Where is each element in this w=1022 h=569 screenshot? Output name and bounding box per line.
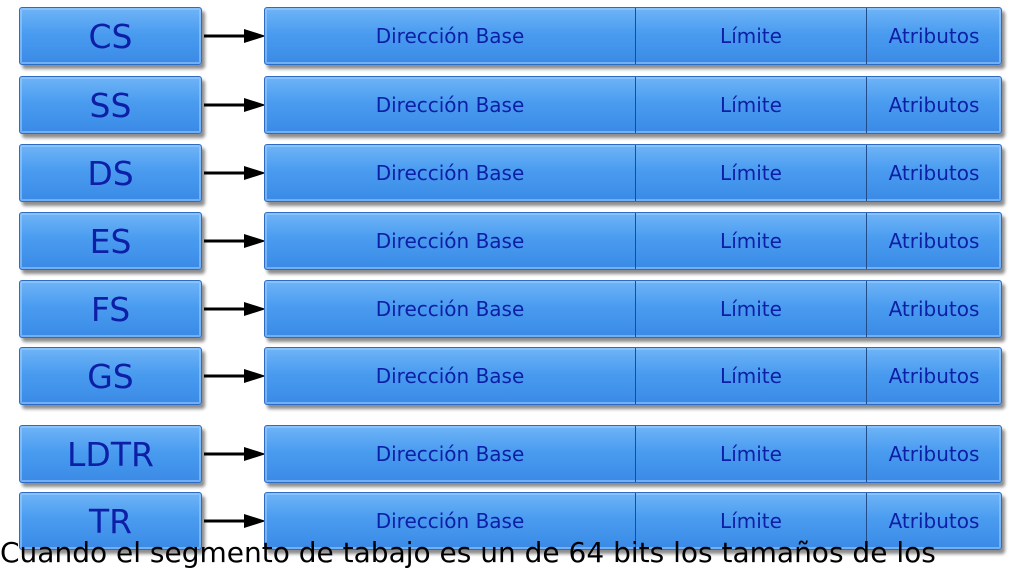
segment-row-2: DS Dirección Base Límite Atributos [0, 144, 1022, 202]
arrow-icon [204, 29, 266, 43]
segment-row-0: CS Dirección Base Límite Atributos [0, 7, 1022, 65]
limit-cell: Límite [636, 77, 867, 133]
segment-row-6: LDTR Dirección Base Límite Atributos [0, 425, 1022, 483]
register-box: DS [19, 144, 202, 202]
limit-cell: Límite [636, 8, 867, 64]
limit-cell: Límite [636, 281, 867, 337]
segment-row-3: ES Dirección Base Límite Atributos [0, 212, 1022, 270]
base-address-cell: Dirección Base [265, 281, 636, 337]
register-box: TR [19, 492, 202, 550]
base-address-cell: Dirección Base [265, 213, 636, 269]
segment-row-4: FS Dirección Base Límite Atributos [0, 280, 1022, 338]
base-address-cell: Dirección Base [265, 348, 636, 404]
register-box: LDTR [19, 425, 202, 483]
segment-row-7: TR Dirección Base Límite Atributos [0, 492, 1022, 550]
attributes-cell: Atributos [888, 509, 980, 533]
descriptor-cache: Dirección Base Límite Atributos [264, 425, 1002, 483]
descriptor-cache: Dirección Base Límite Atributos [264, 212, 1002, 270]
register-box: CS [19, 7, 202, 65]
base-address-cell: Dirección Base [265, 145, 636, 201]
descriptor-cache: Dirección Base Límite Atributos [264, 7, 1002, 65]
attributes-cell: Atributos [888, 93, 980, 117]
descriptor-cache: Dirección Base Límite Atributos [264, 280, 1002, 338]
attributes-cell: Atributos [888, 442, 980, 466]
descriptor-cache: Dirección Base Límite Atributos [264, 347, 1002, 405]
base-address-cell: Dirección Base [265, 426, 636, 482]
attributes-cell: Atributos [888, 229, 980, 253]
descriptor-cache: Dirección Base Límite Atributos [264, 76, 1002, 134]
arrow-icon [204, 234, 266, 248]
register-box: FS [19, 280, 202, 338]
attributes-cell: Atributos [888, 161, 980, 185]
caption-text: Cuando el segmento de tabajo es un de 64… [0, 536, 936, 569]
arrow-icon [204, 98, 266, 112]
descriptor-cache: Dirección Base Límite Atributos [264, 492, 1002, 550]
limit-cell: Límite [636, 145, 867, 201]
base-address-cell: Dirección Base [265, 493, 636, 549]
arrow-icon [204, 514, 266, 528]
arrow-icon [204, 369, 266, 383]
descriptor-cache: Dirección Base Límite Atributos [264, 144, 1002, 202]
limit-cell: Límite [636, 213, 867, 269]
segment-row-5: GS Dirección Base Límite Atributos [0, 347, 1022, 405]
arrow-icon [204, 166, 266, 180]
attributes-cell: Atributos [888, 297, 980, 321]
register-box: GS [19, 347, 202, 405]
arrow-icon [204, 302, 266, 316]
limit-cell: Límite [636, 426, 867, 482]
register-box: ES [19, 212, 202, 270]
limit-cell: Límite [636, 348, 867, 404]
attributes-cell: Atributos [888, 364, 980, 388]
attributes-cell: Atributos [888, 24, 980, 48]
register-box: SS [19, 76, 202, 134]
base-address-cell: Dirección Base [265, 77, 636, 133]
segment-row-1: SS Dirección Base Límite Atributos [0, 76, 1022, 134]
arrow-icon [204, 447, 266, 461]
base-address-cell: Dirección Base [265, 8, 636, 64]
limit-cell: Límite [636, 493, 867, 549]
